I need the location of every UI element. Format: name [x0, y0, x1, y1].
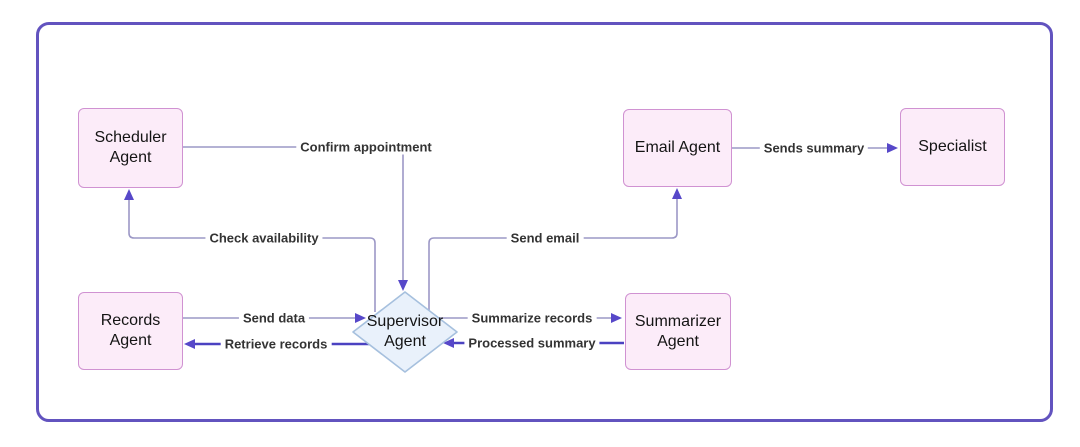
- node-scheduler-agent: Scheduler Agent: [78, 108, 183, 188]
- edge-processed-summary-arrowhead: [443, 338, 454, 348]
- node-supervisor-agent-shape: [352, 291, 458, 373]
- edge-label-summarize-records: Summarize records: [467, 310, 597, 326]
- edge-label-processed-summary: Processed summary: [464, 335, 600, 351]
- edge-retrieve-records-arrowhead: [184, 339, 195, 349]
- node-specialist-label: Specialist: [918, 138, 987, 155]
- node-summarizer-agent-label: Summarizer Agent: [634, 312, 722, 350]
- edge-confirm-appointment-line: [183, 146, 404, 281]
- edge-label-send-data: Send data: [238, 310, 310, 326]
- edge-summarize-records-arrowhead: [611, 313, 622, 323]
- edge-label-sends-summary: Sends summary: [759, 140, 869, 156]
- edge-label-send-email: Send email: [506, 230, 584, 246]
- edge-send-email-arrowhead: [672, 188, 682, 199]
- node-email-agent-label: Email Agent: [634, 139, 721, 156]
- diagram-frame: [36, 22, 1053, 422]
- node-email-agent: Email Agent: [623, 109, 732, 187]
- edge-label-confirm-appointment: Confirm appointment: [296, 139, 436, 155]
- node-supervisor-agent-label: Supervisor Agent: [366, 313, 444, 350]
- node-records-agent: Records Agent: [78, 292, 183, 370]
- node-specialist: Specialist: [900, 108, 1005, 186]
- edge-check-availability-arrowhead: [124, 189, 134, 200]
- node-summarizer-agent: Summarizer Agent: [625, 293, 731, 370]
- edge-label-check-availability: Check availability: [205, 230, 323, 246]
- edge-label-retrieve-records: Retrieve records: [220, 336, 332, 352]
- node-records-agent-label: Records Agent: [100, 312, 161, 349]
- node-scheduler-agent-label: Scheduler Agent: [94, 129, 167, 166]
- edge-sends-summary-arrowhead: [887, 143, 898, 153]
- edge-send-data-arrowhead: [355, 313, 366, 323]
- edge-confirm-appointment-arrowhead: [398, 280, 408, 291]
